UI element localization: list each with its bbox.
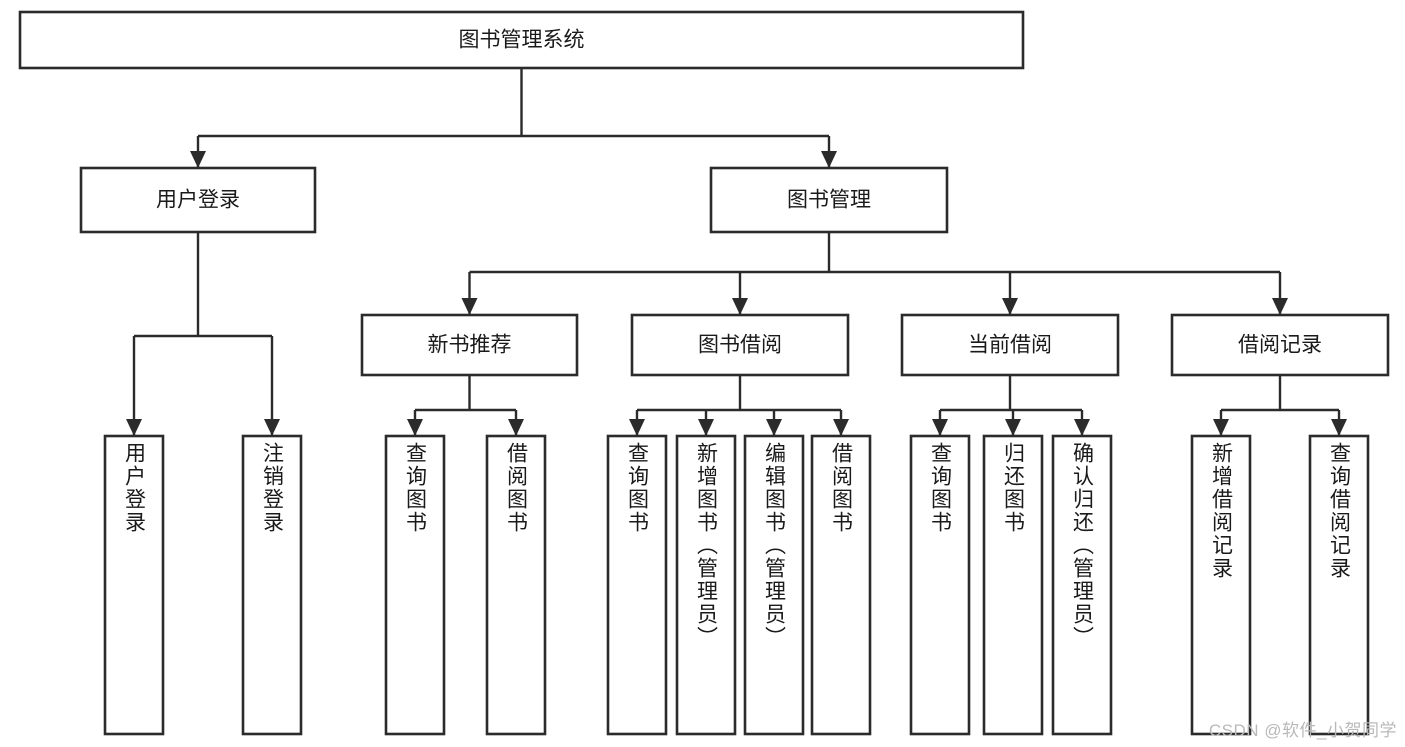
node-leaf-confirm-return[interactable] bbox=[1051, 434, 1113, 736]
arrow-head-icon bbox=[508, 419, 524, 436]
node-leaf-query-book-3[interactable] bbox=[909, 434, 971, 736]
arrow-head-icon bbox=[264, 419, 280, 436]
node-new-book-recommend[interactable] bbox=[360, 313, 579, 377]
node-root-label: 图书管理系统 bbox=[459, 29, 585, 52]
node-leaf-return-book[interactable] bbox=[982, 434, 1044, 736]
arrow-head-icon bbox=[1331, 419, 1347, 436]
node-current-borrow-label: 当前借阅 bbox=[968, 334, 1052, 357]
arrow-head-icon bbox=[126, 419, 142, 436]
node-book-manage-label: 图书管理 bbox=[787, 189, 871, 212]
node-book-borrow-label: 图书借阅 bbox=[698, 334, 782, 357]
arrow-head-icon bbox=[698, 419, 714, 436]
node-user-login-label: 用户登录 bbox=[156, 189, 240, 212]
node-leaf-logout[interactable] bbox=[241, 434, 303, 736]
arrow-head-icon bbox=[1213, 419, 1229, 436]
node-root[interactable] bbox=[18, 10, 1025, 70]
node-boxes-layer bbox=[18, 10, 1390, 736]
node-leaf-add-book[interactable] bbox=[675, 434, 737, 736]
connectors-layer bbox=[126, 68, 1347, 436]
node-new-book-recommend-label: 新书推荐 bbox=[428, 334, 512, 357]
arrow-head-icon bbox=[1074, 419, 1090, 436]
arrow-head-icon bbox=[1272, 298, 1288, 315]
node-borrow-record[interactable] bbox=[1170, 313, 1390, 377]
arrow-head-icon bbox=[821, 151, 837, 168]
node-leaf-add-record[interactable] bbox=[1190, 434, 1252, 736]
arrow-head-icon bbox=[766, 419, 782, 436]
arrow-head-icon bbox=[932, 419, 948, 436]
arrow-head-icon bbox=[461, 298, 478, 315]
arrow-head-icon bbox=[1002, 298, 1018, 315]
arrow-head-icon bbox=[190, 151, 206, 168]
node-book-manage[interactable] bbox=[709, 166, 949, 234]
node-leaf-borrow-book-2[interactable] bbox=[810, 434, 872, 736]
node-leaf-edit-book[interactable] bbox=[743, 434, 805, 736]
node-user-login[interactable] bbox=[79, 166, 317, 234]
arrow-head-icon bbox=[732, 298, 748, 315]
node-current-borrow[interactable] bbox=[900, 313, 1120, 377]
arrow-head-icon bbox=[407, 419, 423, 436]
node-book-borrow[interactable] bbox=[630, 313, 850, 377]
node-leaf-borrow-book-1[interactable] bbox=[485, 434, 547, 736]
node-leaf-query-book-1[interactable] bbox=[384, 434, 446, 736]
node-leaf-query-record[interactable] bbox=[1308, 434, 1370, 736]
node-leaf-user-login[interactable] bbox=[103, 434, 165, 736]
arrow-head-icon bbox=[629, 419, 645, 436]
node-leaf-query-book-2[interactable] bbox=[606, 434, 668, 736]
arrow-head-icon bbox=[1005, 419, 1021, 436]
node-borrow-record-label: 借阅记录 bbox=[1238, 334, 1322, 357]
arrow-head-icon bbox=[833, 419, 849, 436]
csdn-watermark: CSDN @软件_小贺同学 bbox=[1208, 721, 1397, 740]
